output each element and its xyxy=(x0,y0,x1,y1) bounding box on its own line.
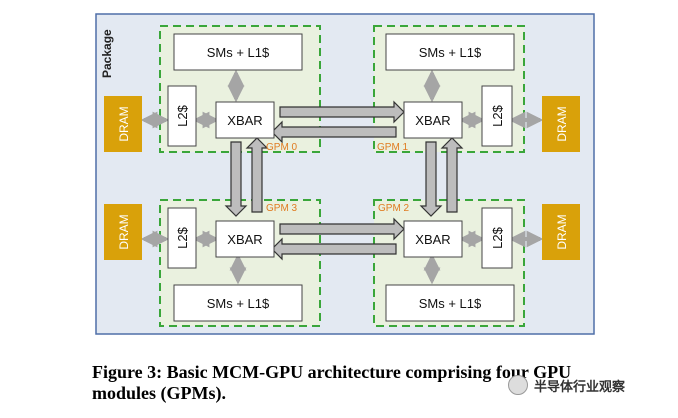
gpm3-sm-box xyxy=(173,284,303,322)
gpm3-l2-label: L2$ xyxy=(175,226,190,248)
gpm0-xbar-box xyxy=(215,101,275,139)
internal-links xyxy=(140,69,544,285)
gpm3-l2-box xyxy=(167,207,197,269)
gpm1-xbar-label: XBAR xyxy=(415,113,450,128)
gpm2-xbar-box xyxy=(403,220,463,258)
gpm1-sm-box xyxy=(385,33,515,71)
svg-text:DRAM: DRAM xyxy=(555,214,569,249)
gpm0-l2-label: L2$ xyxy=(175,104,190,126)
svg-text:DRAM: DRAM xyxy=(117,106,131,141)
gpm-1-label: GPM 1 xyxy=(377,142,409,153)
watermark-text: 半导体行业观察 xyxy=(534,379,626,395)
gpm2-xbar-label: XBAR xyxy=(415,232,450,247)
svg-text:DRAM: DRAM xyxy=(555,106,569,141)
svg-text:DRAM: DRAM xyxy=(117,214,131,249)
mcm-gpu-diagram: Package DRAM xyxy=(95,13,595,335)
gpm3-sm-label: SMs + L1$ xyxy=(207,296,270,311)
package-label: Package xyxy=(100,29,114,78)
gpm0-xbar-label: XBAR xyxy=(227,113,262,128)
gpm2-sm-label: SMs + L1$ xyxy=(419,296,482,311)
dram-right-top: DRAM xyxy=(542,96,580,152)
gpm1-l2-label: L2$ xyxy=(490,104,505,126)
gpm1-l2-box xyxy=(481,85,513,147)
gpm3-xbar-label: XBAR xyxy=(227,232,262,247)
gpm2-l2-box xyxy=(481,207,513,269)
inter-gpm-links xyxy=(224,100,464,261)
dram-right-bottom: DRAM xyxy=(542,204,580,260)
dram-left-top: DRAM xyxy=(104,96,142,152)
watermark: 半导体行业观察 xyxy=(508,374,625,396)
gpm0-sm-box xyxy=(173,33,303,71)
gpm3-xbar-box xyxy=(215,220,275,258)
figure-caption: Figure 3: Basic MCM-GPU architecture com… xyxy=(92,362,572,403)
gpm1-xbar-box xyxy=(403,101,463,139)
gpm-3-label: GPM 3 xyxy=(266,203,298,214)
gpm1-sm-label: SMs + L1$ xyxy=(419,45,482,60)
gpm-0-label: GPM 0 xyxy=(266,142,298,153)
gpm0-sm-label: SMs + L1$ xyxy=(207,45,270,60)
gpm-2-label: GPM 2 xyxy=(378,203,410,214)
gpm2-sm-box xyxy=(385,284,515,322)
dram-left-bottom: DRAM xyxy=(104,204,142,260)
gpm2-l2-label: L2$ xyxy=(490,226,505,248)
gpm0-l2-box xyxy=(167,85,197,147)
watermark-logo-icon xyxy=(508,375,528,395)
